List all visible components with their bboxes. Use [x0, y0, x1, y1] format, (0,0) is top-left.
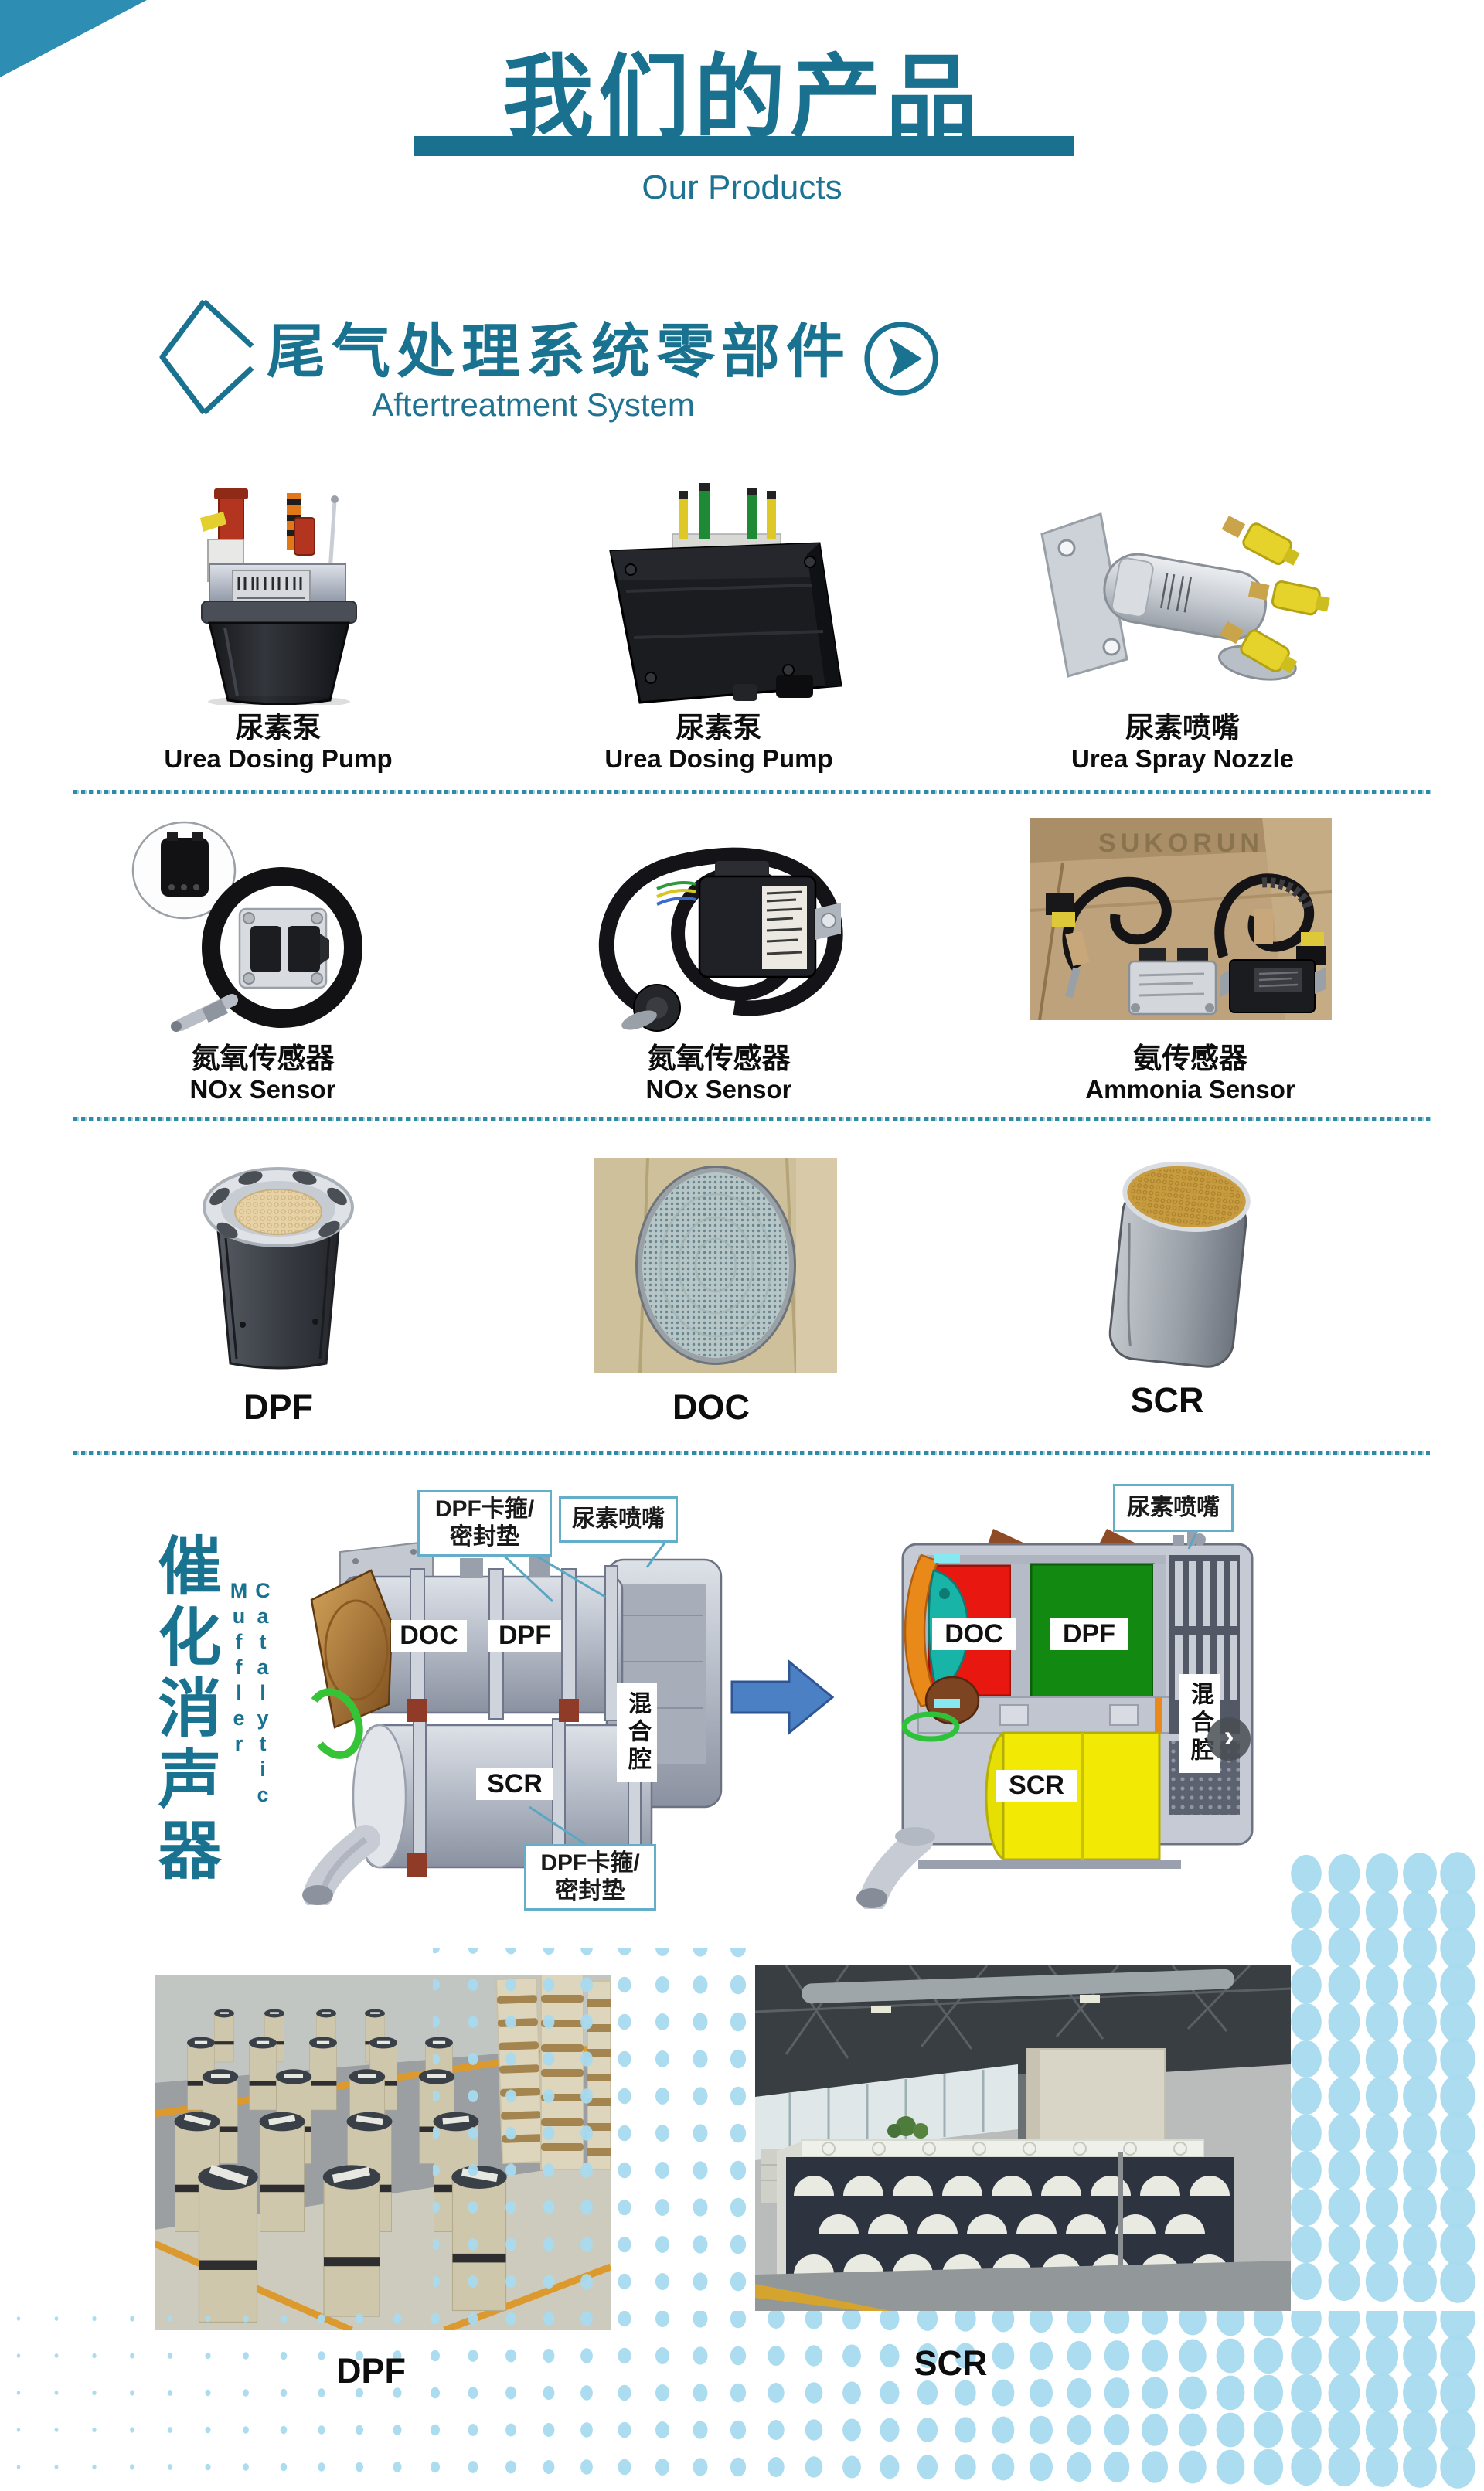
- label-mixing-right: 混合腔: [1179, 1674, 1220, 1773]
- title-underline: [414, 136, 1074, 156]
- product-name-en: Ammonia Sensor: [1085, 1075, 1295, 1104]
- ammonia-sensor-photo: SUKORUN: [1030, 818, 1332, 1020]
- substrate-label: DOC: [672, 1387, 750, 1427]
- product-name-en: Urea Dosing Pump: [164, 744, 393, 773]
- product-name-en: NOx Sensor: [645, 1075, 792, 1104]
- section-heading-en: Aftertreatment System: [372, 386, 695, 423]
- callout-urea-nozzle-right: 尿素喷嘴: [1113, 1484, 1234, 1532]
- label-mixing-left: 混合腔: [617, 1683, 657, 1782]
- label-doc-left: DOC: [391, 1620, 467, 1652]
- urea-dosing-pump-image-1: [200, 488, 357, 705]
- urea-spray-nozzle-image: [1040, 512, 1330, 681]
- separator: [73, 1451, 1430, 1455]
- page-subtitle: Our Products: [642, 168, 842, 206]
- dpf-factory-photo: [155, 1975, 611, 2330]
- carousel-next-button[interactable]: ›: [1207, 1717, 1251, 1761]
- factory-label-dpf: DPF: [336, 2351, 406, 2391]
- diamond-icon: [159, 299, 254, 415]
- label-scr-left: SCR: [476, 1768, 553, 1801]
- label-dpf-left: DPF: [488, 1620, 561, 1652]
- circle-arrow-icon: [864, 322, 938, 396]
- product-name-en: NOx Sensor: [189, 1075, 336, 1104]
- factory-label-scr: SCR: [914, 2343, 988, 2383]
- product-name-cn: 氨传感器: [1133, 1043, 1247, 1074]
- product-name-cn: 尿素泵: [676, 712, 762, 744]
- doc-substrate-photo: [594, 1158, 837, 1373]
- substrate-label: DPF: [243, 1387, 313, 1427]
- nox-sensor-image-2: [598, 847, 843, 1032]
- label-scr-right: SCR: [996, 1770, 1077, 1802]
- product-name-cn: 氮氧传感器: [647, 1043, 791, 1074]
- muffler-heading-en: Catalytic Muffler: [227, 1579, 274, 1809]
- ammonia-sensor-art: [1030, 818, 1332, 1020]
- product-name-en: Urea Spray Nozzle: [1071, 744, 1294, 773]
- transform-arrow-icon: [730, 1659, 835, 1736]
- scr-substrate-image: [1108, 1161, 1251, 1368]
- callout-dpf-clamp-top: DPF卡箍/ 密封垫: [417, 1490, 552, 1557]
- product-name-en: Urea Dosing Pump: [604, 744, 833, 773]
- separator: [73, 790, 1434, 794]
- nox-sensor-image-1: [131, 821, 362, 1032]
- photo-watermark: SUKORUN: [1098, 829, 1264, 858]
- muffler-heading-cn: 催化消声器: [148, 1533, 219, 1888]
- dpf-substrate-image: [203, 1167, 354, 1370]
- label-doc-right: DOC: [932, 1618, 1016, 1651]
- halftone-dots: [16, 2311, 1475, 2489]
- product-name-cn: 尿素喷嘴: [1125, 712, 1240, 744]
- callout-urea-nozzle-left: 尿素喷嘴: [559, 1496, 678, 1543]
- callout-dpf-clamp-bottom: DPF卡箍/ 密封垫: [524, 1844, 656, 1911]
- scr-factory-photo: [755, 1965, 1291, 2311]
- section-heading-cn: 尾气处理系统零部件: [267, 319, 851, 385]
- corner-accent: [0, 0, 147, 77]
- chevron-right-icon: ›: [1224, 1720, 1234, 1754]
- urea-dosing-pump-image-2: [609, 483, 842, 704]
- product-name-cn: 氮氧传感器: [191, 1043, 335, 1074]
- page-title: 我们的产品: [502, 47, 982, 149]
- product-name-cn: 尿素泵: [235, 712, 322, 744]
- substrate-label: SCR: [1130, 1380, 1204, 1420]
- halftone-dots: [1291, 1852, 1475, 2303]
- label-dpf-right: DPF: [1050, 1618, 1128, 1651]
- separator: [73, 1117, 1434, 1121]
